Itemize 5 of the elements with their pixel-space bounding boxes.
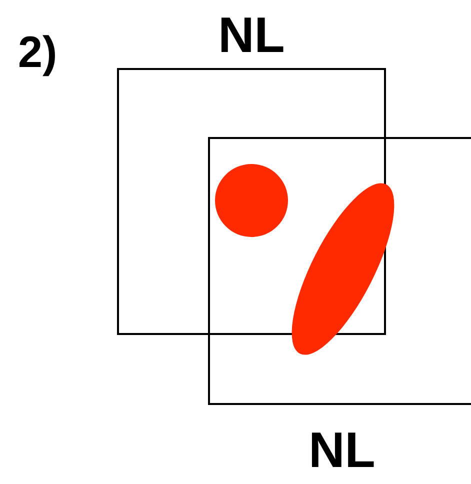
filled-ellipse — [292, 183, 394, 355]
box-heading: NL — [218, 10, 285, 60]
box-heading: NL — [308, 425, 376, 475]
filled-circle — [215, 164, 288, 237]
panel-number: 2) — [18, 30, 58, 76]
